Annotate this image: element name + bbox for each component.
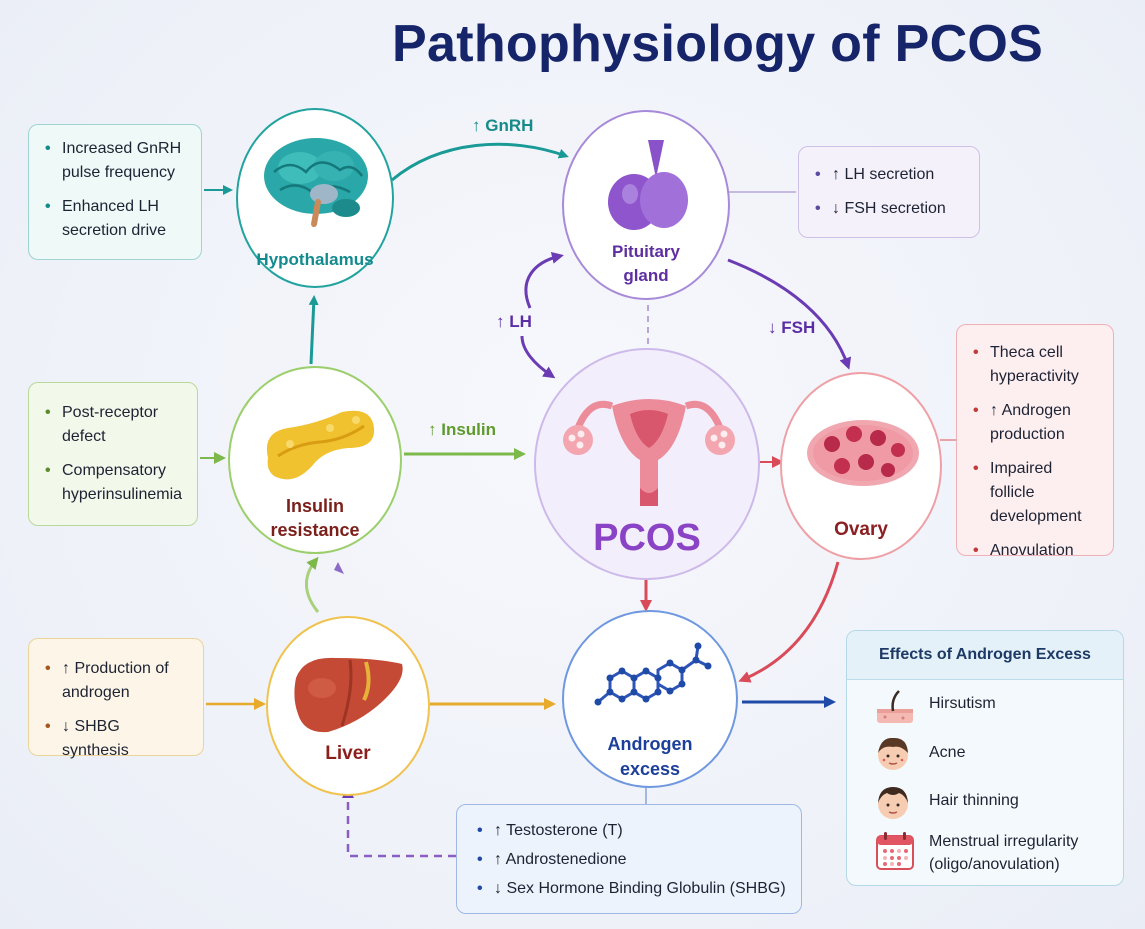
arrow-fsh (727, 258, 852, 370)
androgen-info-box: ↑ Testosterone (T) ↑ Androstenedione ↓ S… (456, 804, 802, 914)
ovary-node: Ovary (780, 372, 942, 560)
insulin-label-2: resistance (270, 520, 360, 540)
effect-item: Acne (929, 744, 966, 761)
arrow-liver-insulin (305, 556, 320, 613)
hair-thinning-icon (878, 787, 908, 819)
arrow-gnrh (391, 142, 569, 182)
arrow-lh-up (524, 251, 564, 309)
arrow-lh-down (520, 335, 556, 379)
insulin-point: Compensatory hyperinsulinemia (45, 459, 183, 507)
liver-point: ↓ SHBG synthesis (45, 715, 189, 763)
pituitary-point: ↑ LH secretion (815, 163, 965, 187)
insulin-resistance-node: Insulin resistance (228, 366, 402, 554)
insulin-arrow-label: ↑ Insulin (428, 420, 496, 439)
molecule-icon (594, 642, 712, 706)
effects-title: Effects of Androgen Excess (847, 631, 1123, 680)
ovary-point: Theca cell hyperactivity (973, 341, 1099, 389)
androgen-label-1: Androgen (607, 734, 693, 754)
liver-icon (294, 657, 403, 733)
ovary-info-box: Theca cell hyperactivity ↑ Androgen prod… (956, 324, 1114, 563)
hypothalamus-point: Enhanced LH secretion drive (45, 195, 187, 243)
pituitary-label-2: gland (623, 266, 669, 285)
arrow-feedback-liver (342, 786, 456, 858)
pituitary-node: Pituitary gland (562, 110, 730, 300)
hypothalamus-label: Hypothalamus (256, 250, 374, 269)
ovary-point: ↑ Androgen production (973, 399, 1099, 447)
ovary-icon (807, 420, 919, 486)
arrow-mark-purple (334, 562, 344, 574)
hypothalamus-point: Increased GnRH pulse frequency (45, 137, 187, 185)
arrow-ovary-androgen (738, 561, 840, 683)
acne-face-icon (878, 737, 908, 770)
pituitary-info-box: ↑ LH secretion ↓ FSH secretion (798, 146, 980, 238)
arrow-insulin-hypo (308, 295, 319, 365)
pcos-label: PCOS (593, 517, 701, 559)
androgen-label-2: excess (619, 759, 681, 779)
lh-label: ↑ LH (496, 312, 532, 331)
hypothalamus-info-box: Increased GnRH pulse frequency Enhanced … (28, 124, 202, 260)
pituitary-gland-icon (608, 140, 688, 230)
liver-node: Liver (266, 616, 430, 796)
fsh-label: ↓ FSH (768, 318, 816, 337)
insulin-point: Post-receptor defect (45, 401, 183, 449)
hypothalamus-node: Hypothalamus (236, 108, 394, 288)
androgen-point: ↑ Androstenedione (477, 848, 787, 872)
androgen-point: ↑ Testosterone (T) (477, 819, 787, 843)
calendar-icon (876, 832, 914, 870)
liver-info-box: ↑ Production of androgen ↓ SHBG synthesi… (28, 638, 204, 759)
androgen-point: ↓ Sex Hormone Binding Globulin (SHBG) (477, 877, 787, 901)
pcos-node: PCOS (534, 348, 760, 580)
pituitary-point: ↓ FSH secretion (815, 197, 965, 221)
ovary-point: Impaired follicle development (973, 457, 1099, 529)
pituitary-label-1: Pituitary (611, 242, 681, 261)
gnrh-label: ↑ GnRH (472, 116, 534, 135)
ovary-label: Ovary (834, 519, 888, 540)
page-title: Pathophysiology of PCOS (392, 15, 1044, 73)
ovary-point: Anovulation (973, 539, 1099, 563)
insulin-info-box: Post-receptor defect Compensatory hyperi… (28, 382, 198, 526)
insulin-label-1: Insulin (286, 496, 344, 516)
liver-point: ↑ Production of androgen (45, 657, 189, 705)
effect-item: Hair thinning (929, 792, 1019, 809)
uterus-icon (563, 399, 735, 506)
effect-item: Hirsutism (929, 695, 996, 712)
hirsutism-icon (877, 690, 913, 723)
pancreas-icon (266, 410, 375, 480)
effect-item: Menstrual irregularity (oligo/anovulatio… (929, 833, 1079, 873)
brain-icon (264, 138, 368, 227)
androgen-excess-node: Androgen excess (562, 610, 738, 788)
effects-panel: Effects of Androgen Excess Hirsutism Acn… (846, 630, 1124, 886)
liver-label: Liver (325, 743, 371, 764)
